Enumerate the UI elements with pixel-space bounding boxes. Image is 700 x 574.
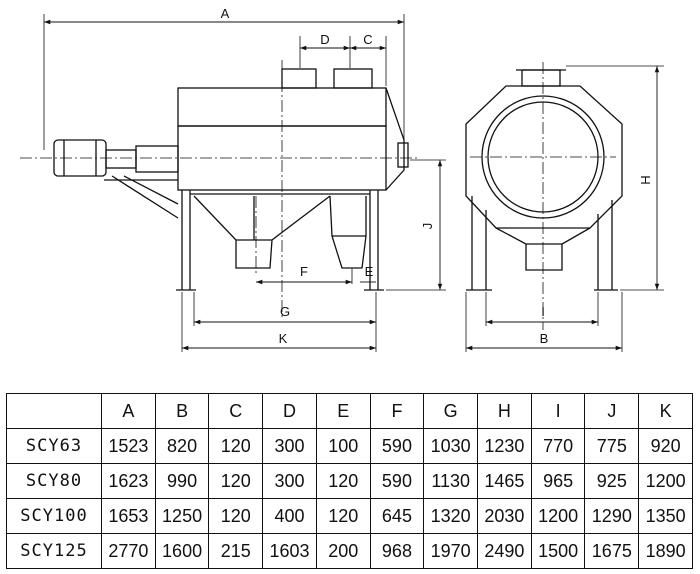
table-cell: 1500 xyxy=(530,533,586,569)
column-header: B xyxy=(154,393,210,429)
table-cell: 1200 xyxy=(530,498,586,534)
model-cell: SCY100 xyxy=(6,498,102,534)
table-cell: 1603 xyxy=(262,533,317,569)
model-cell: SCY80 xyxy=(6,463,102,499)
table-cell: 1890 xyxy=(638,533,693,569)
column-header: C xyxy=(208,393,264,429)
table-row: SCY80 1623 990 120 300 120 590 1130 1465… xyxy=(6,463,693,499)
technical-drawing: A D C J F E G K H I B xyxy=(20,6,664,352)
table-cell: 200 xyxy=(315,533,371,569)
table-cell: 2490 xyxy=(477,533,532,569)
hopper-small xyxy=(329,195,367,269)
table-cell: 120 xyxy=(208,428,264,464)
table-cell: 215 xyxy=(208,533,264,569)
table-cell: 1623 xyxy=(101,463,156,499)
table-cell: 1523 xyxy=(101,428,156,464)
label-j: J xyxy=(420,223,435,230)
table-row: SCY125 2770 1600 215 1603 200 968 1970 2… xyxy=(6,533,693,569)
table-cell: 645 xyxy=(369,498,425,534)
table-cell: 990 xyxy=(154,463,210,499)
table-cell: 400 xyxy=(262,498,317,534)
table-cell: 300 xyxy=(262,463,317,499)
label-f: F xyxy=(300,264,308,279)
table-cell: 1030 xyxy=(423,428,479,464)
table-cell: 1130 xyxy=(423,463,479,499)
label-k: K xyxy=(279,331,288,346)
column-header: G xyxy=(423,393,479,429)
label-a: A xyxy=(221,6,230,21)
table-cell: 925 xyxy=(584,463,640,499)
label-g: G xyxy=(280,304,290,319)
column-header: H xyxy=(477,393,532,429)
model-cell: SCY125 xyxy=(6,533,102,569)
column-header: I xyxy=(530,393,586,429)
table-cell: 100 xyxy=(315,428,371,464)
table-cell: 1970 xyxy=(423,533,479,569)
end-view xyxy=(465,69,623,291)
table-corner-cell xyxy=(6,393,102,429)
label-c: C xyxy=(363,32,372,47)
table-cell: 1465 xyxy=(477,463,532,499)
table-cell: 1290 xyxy=(584,498,640,534)
label-b: B xyxy=(540,331,549,346)
inlet-c xyxy=(333,68,373,89)
table-cell: 120 xyxy=(208,498,264,534)
table-header-row: A B C D E F G H I J K xyxy=(6,393,693,429)
table-cell: 590 xyxy=(369,428,425,464)
hopper-main xyxy=(193,195,331,269)
table-cell: 920 xyxy=(638,428,693,464)
table-cell: 1320 xyxy=(423,498,479,534)
end-inlet xyxy=(521,69,561,87)
column-header: D xyxy=(262,393,317,429)
table-cell: 820 xyxy=(154,428,210,464)
model-cell: SCY63 xyxy=(6,428,102,464)
table-cell: 1230 xyxy=(477,428,532,464)
label-i: I xyxy=(541,304,545,319)
table-cell: 775 xyxy=(584,428,640,464)
side-view xyxy=(53,68,409,291)
label-h: H xyxy=(638,175,653,184)
end-hopper xyxy=(495,227,591,271)
inlet-d xyxy=(281,68,317,89)
column-header: A xyxy=(101,393,156,429)
table-cell: 300 xyxy=(262,428,317,464)
column-header: E xyxy=(315,393,371,429)
column-header: K xyxy=(638,393,693,429)
table-cell: 120 xyxy=(315,463,371,499)
table-cell: 1250 xyxy=(154,498,210,534)
table-cell: 2770 xyxy=(101,533,156,569)
table-cell: 1675 xyxy=(584,533,640,569)
dimension-table: A B C D E F G H I J K SCY63 1523 820 120… xyxy=(6,393,693,569)
table-cell: 1600 xyxy=(154,533,210,569)
table-row: SCY63 1523 820 120 300 100 590 1030 1230… xyxy=(6,428,693,464)
table-cell: 120 xyxy=(208,463,264,499)
label-d: D xyxy=(320,32,329,47)
table-cell: 770 xyxy=(530,428,586,464)
table-cell: 590 xyxy=(369,463,425,499)
column-header: F xyxy=(369,393,425,429)
table-cell: 1200 xyxy=(638,463,693,499)
table-cell: 1350 xyxy=(638,498,693,534)
label-e: E xyxy=(365,264,374,279)
column-header: J xyxy=(584,393,640,429)
table-cell: 968 xyxy=(369,533,425,569)
table-cell: 120 xyxy=(315,498,371,534)
table-cell: 1653 xyxy=(101,498,156,534)
table-row: SCY100 1653 1250 120 400 120 645 1320 20… xyxy=(6,498,693,534)
table-cell: 2030 xyxy=(477,498,532,534)
table-cell: 965 xyxy=(530,463,586,499)
